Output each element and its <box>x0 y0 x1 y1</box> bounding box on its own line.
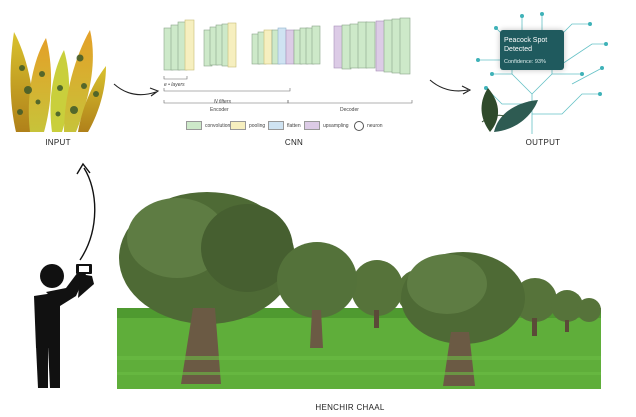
person-with-phone-silhouette <box>34 162 96 388</box>
arrow-cnn-to-output <box>429 79 472 95</box>
detection-title: Peacock Spot Detected <box>504 37 548 53</box>
output-label: OUTPUT <box>525 138 561 147</box>
arrow-input-to-cnn <box>113 83 160 97</box>
filters-note: N filters <box>214 99 231 105</box>
field-location-label: HENCHIR CHAAL <box>315 403 385 412</box>
legend-pooling: pooling <box>230 121 265 130</box>
detection-result-card: Peacock Spot Detected Confidence: 93% <box>500 30 564 70</box>
cnn-label: CNN <box>284 138 304 147</box>
legend-neuron: neuron <box>354 121 383 131</box>
legend-upsampling: upsampling <box>304 121 349 130</box>
olive-leaves-image <box>10 30 106 132</box>
input-label: INPUT <box>45 138 71 147</box>
legend-convolution: convolution <box>186 121 230 130</box>
layers-note: e • layers <box>164 82 185 88</box>
detection-confidence: Confidence: 93% <box>504 59 546 65</box>
legend-flatten: flatten <box>268 121 301 130</box>
encoder-label: Encoder <box>210 107 229 113</box>
circuit-tree-graphic <box>476 12 608 134</box>
decoder-label: Decoder <box>340 107 359 113</box>
olive-grove-photo <box>117 188 601 389</box>
cnn-architecture-diagram <box>163 17 413 104</box>
